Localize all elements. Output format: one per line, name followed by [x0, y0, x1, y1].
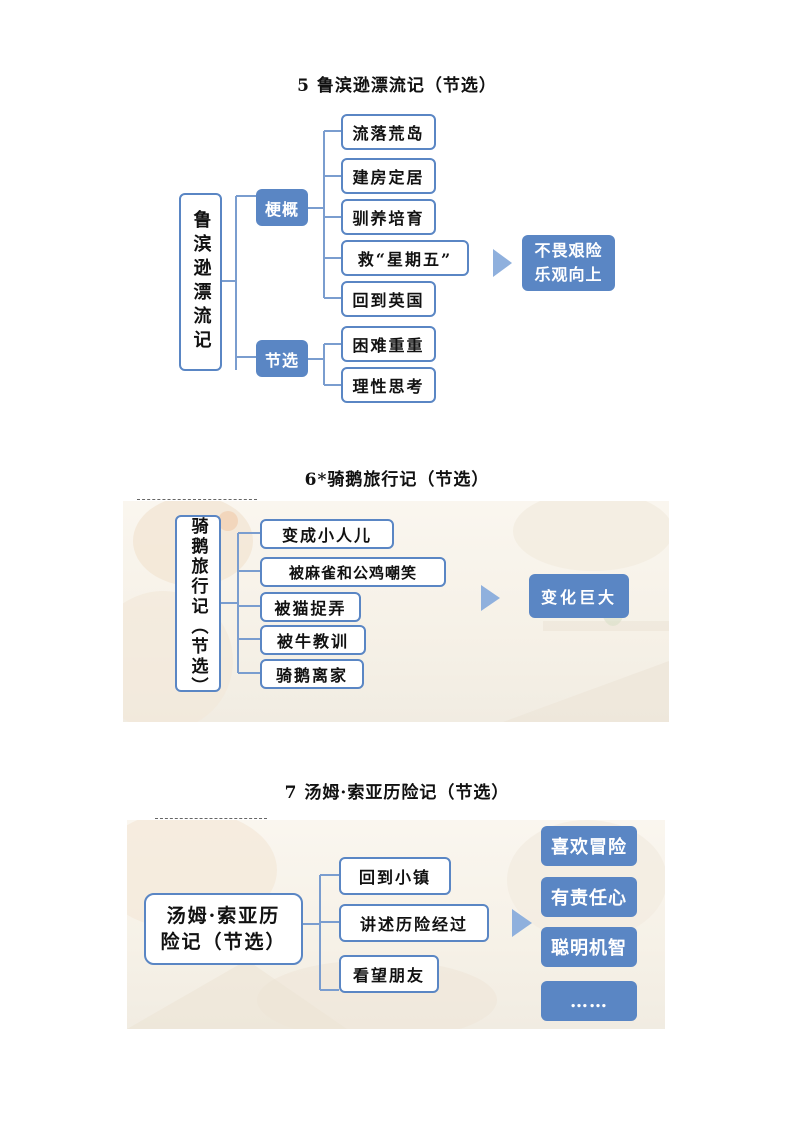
plot-item: 讲述历险经过	[339, 904, 489, 942]
result-trait: 聪明机智	[541, 927, 637, 967]
plot-item: 看望朋友	[339, 955, 439, 993]
arrow-right-icon	[512, 909, 532, 937]
root-node-tom-sawyer: 汤姆·索亚历 险记（节选）	[144, 893, 303, 965]
result-trait: ……	[541, 981, 637, 1021]
result-trait: 有责任心	[541, 877, 637, 917]
result-trait: 喜欢冒险	[541, 826, 637, 866]
plot-item: 回到小镇	[339, 857, 451, 895]
